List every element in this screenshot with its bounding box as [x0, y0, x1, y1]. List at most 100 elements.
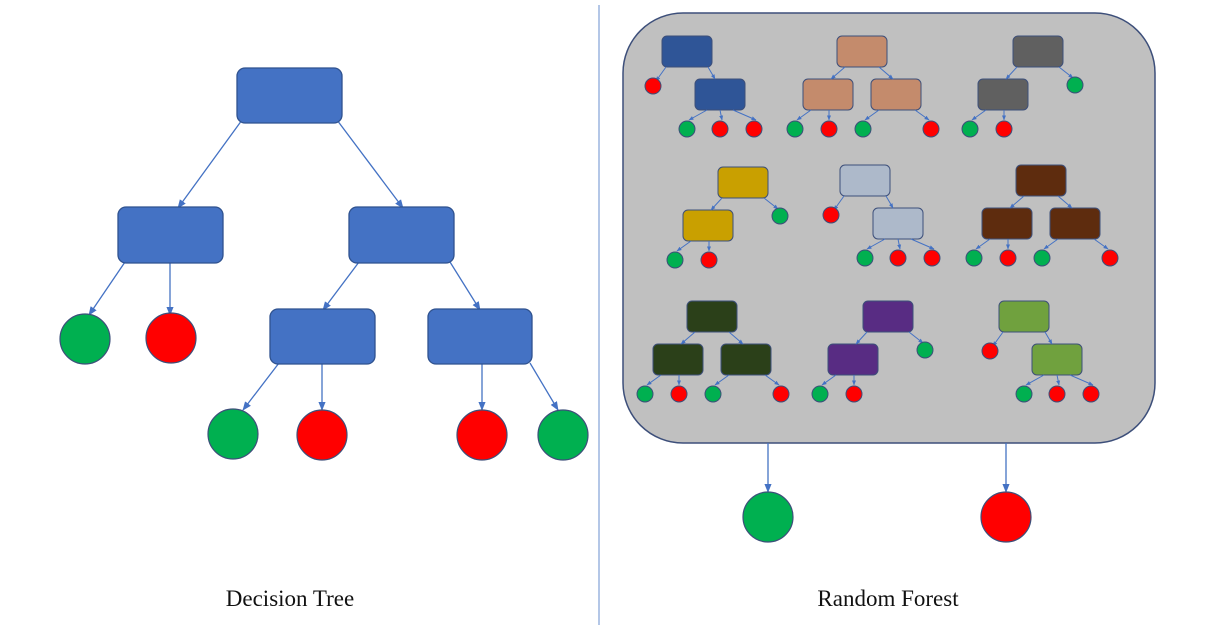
- forest-edge: [908, 331, 924, 344]
- forest-leaf: [772, 385, 790, 403]
- forest-leaf: [711, 120, 729, 138]
- forest-edge: [707, 66, 716, 80]
- forest-tree-node: [652, 343, 704, 376]
- forest-leaf: [889, 249, 907, 267]
- tree-node-right-left: [269, 308, 376, 365]
- forest-tree-node: [682, 209, 734, 242]
- forest-edge: [1093, 238, 1109, 250]
- forest-leaf: [854, 120, 872, 138]
- forest-tree-node: [839, 164, 891, 197]
- forest-edge: [910, 238, 935, 250]
- forest-tree-node: [1015, 164, 1067, 197]
- forest-leaf: [999, 249, 1017, 267]
- forest-leaf: [981, 342, 999, 360]
- forest-trees: [636, 35, 1119, 403]
- edge: [336, 119, 404, 209]
- forest-leaf: [771, 207, 789, 225]
- forest-leaf: [678, 120, 696, 138]
- tree-node-right: [348, 206, 455, 264]
- forest-tree-node: [720, 343, 772, 376]
- forest-leaf: [745, 120, 763, 138]
- forest-leaf: [995, 120, 1013, 138]
- forest-output-red: [980, 491, 1032, 543]
- forest-tree-node: [1031, 343, 1083, 376]
- forest-leaf: [923, 249, 941, 267]
- edge: [529, 362, 559, 411]
- forest-edge: [885, 195, 894, 209]
- forest-edge: [1009, 195, 1025, 209]
- leaf-green: [537, 409, 589, 461]
- tree-node-left: [117, 206, 224, 264]
- decision-tree: [59, 67, 589, 461]
- edge: [322, 261, 360, 311]
- forest-tree-node: [870, 78, 922, 111]
- leaf-green: [59, 313, 111, 365]
- forest-tree-node: [1012, 35, 1064, 68]
- forest-edge: [833, 195, 845, 211]
- forest-leaf: [856, 249, 874, 267]
- forest-leaf: [644, 77, 662, 95]
- forest-edge: [680, 331, 696, 345]
- random-forest: [622, 12, 1156, 543]
- forest-edge: [821, 374, 837, 386]
- forest-leaf: [845, 385, 863, 403]
- forest-edge: [688, 109, 708, 121]
- forest-tree-node: [686, 300, 738, 333]
- forest-leaf: [1048, 385, 1066, 403]
- forest-edge: [710, 197, 723, 211]
- forest-tree-node: [872, 207, 924, 240]
- forest-leaf: [916, 341, 934, 359]
- forest-edge: [1057, 195, 1073, 209]
- forest-leaf: [1082, 385, 1100, 403]
- forest-tree-node: [981, 207, 1033, 240]
- forest-edge: [728, 331, 744, 345]
- forest-edge: [764, 374, 780, 386]
- forest-leaf: [1101, 249, 1119, 267]
- forest-leaf: [811, 385, 829, 403]
- forest-edge: [796, 109, 812, 121]
- forest-tree-node: [827, 343, 879, 376]
- forest-edge: [975, 238, 991, 250]
- forest-edge: [655, 66, 667, 82]
- edge: [242, 362, 280, 411]
- forest-leaf: [965, 249, 983, 267]
- caption-decision-tree: Decision Tree: [225, 586, 355, 611]
- forest-tree-node: [694, 78, 746, 111]
- edge: [177, 119, 243, 209]
- forest-edge: [971, 109, 987, 121]
- forest-tree-node: [977, 78, 1029, 111]
- forest-edge: [714, 374, 730, 386]
- forest-edge: [719, 109, 724, 121]
- forest-edge: [914, 109, 930, 121]
- forest-edge: [1058, 66, 1074, 79]
- forest-edge: [864, 109, 880, 121]
- forest-leaf: [786, 120, 804, 138]
- forest-tree-node: [998, 300, 1050, 333]
- forest-tree-node: [717, 166, 769, 199]
- leaf-red: [145, 312, 197, 364]
- forest-leaf: [822, 206, 840, 224]
- forest-edge: [897, 238, 902, 250]
- forest-edge: [855, 331, 868, 345]
- decision-tree-nodes: [117, 67, 533, 365]
- edge: [88, 261, 126, 316]
- forest-edge: [866, 238, 886, 250]
- forest-edge: [830, 66, 846, 80]
- forest-edge: [1044, 331, 1053, 345]
- forest-leaf: [1015, 385, 1033, 403]
- forest-tree-node: [836, 35, 888, 68]
- forest-edge: [878, 66, 894, 80]
- forest-edge: [1069, 374, 1094, 386]
- tree-node-right-right: [427, 308, 533, 365]
- leaf-red: [296, 409, 348, 461]
- forest-edge: [1056, 374, 1061, 386]
- tree-node-root: [236, 67, 343, 124]
- forest-leaf: [1066, 76, 1084, 94]
- forest-edge: [1005, 66, 1018, 80]
- forest-leaf: [1033, 249, 1051, 267]
- forest-leaf: [700, 251, 718, 269]
- forest-edge: [763, 197, 779, 210]
- forest-tree-node: [802, 78, 854, 111]
- forest-leaf: [670, 385, 688, 403]
